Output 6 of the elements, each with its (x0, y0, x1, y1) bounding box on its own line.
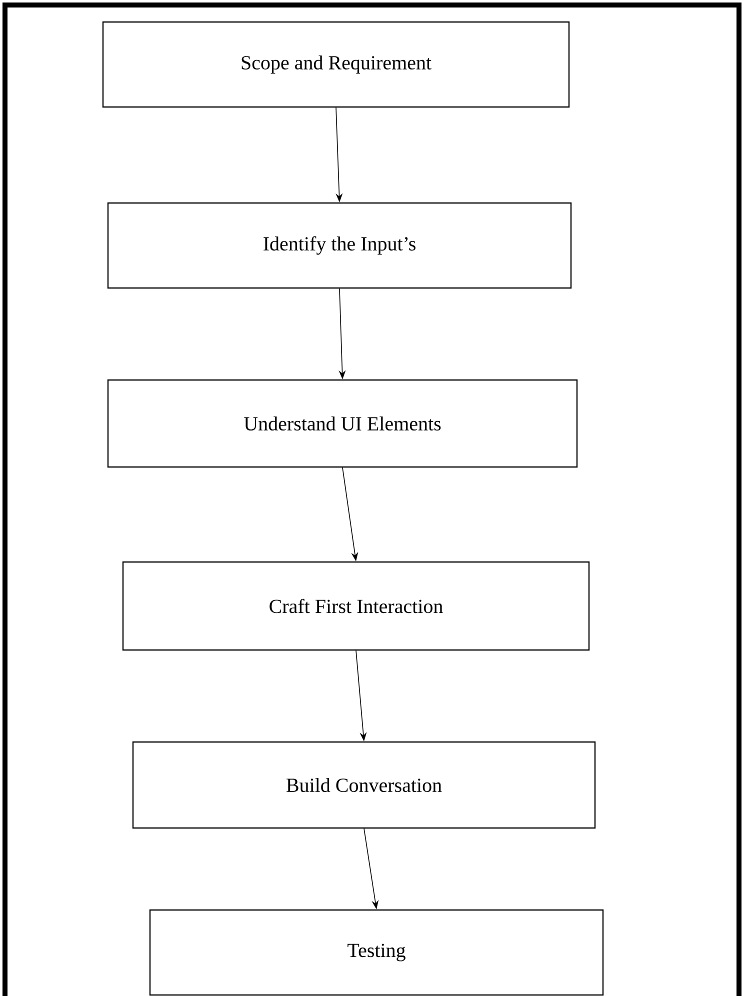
process-box: Build Conversation (132, 741, 596, 829)
process-box: Testing (149, 909, 604, 996)
process-box: Understand UI Elements (107, 379, 578, 468)
process-box: Craft First Interaction (122, 561, 590, 651)
process-box: Scope and Requirement (102, 21, 570, 108)
process-box: Identify the Input’s (107, 202, 572, 289)
